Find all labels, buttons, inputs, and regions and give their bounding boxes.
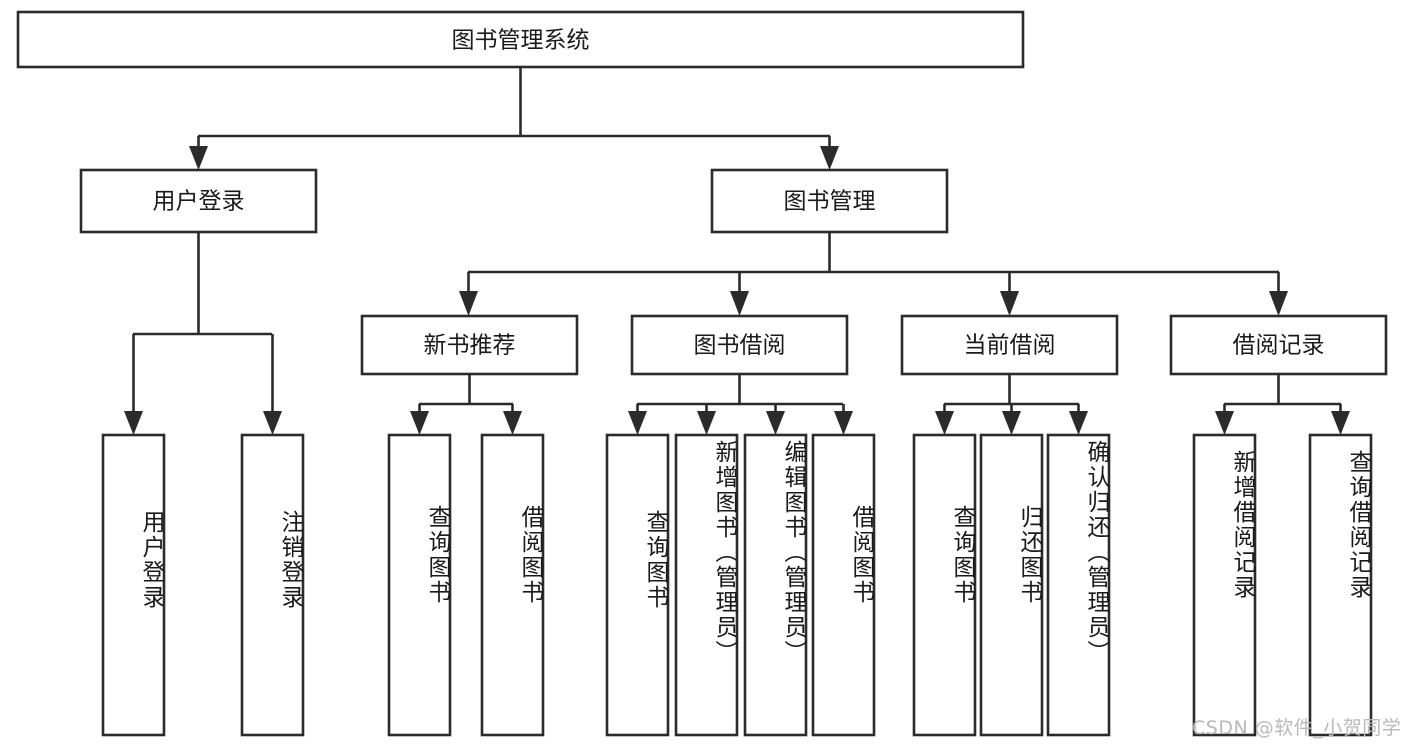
arrowhead-leaf-query-book-c (935, 411, 954, 435)
node-leaf-query-book-b[interactable] (605, 433, 670, 737)
node-leaf-edit-book[interactable] (743, 433, 808, 737)
node-borrow-record-label: 借阅记录 (1233, 333, 1325, 359)
arrowhead-leaf-borrow-book-b (834, 411, 853, 435)
arrowhead-leaf-add-record (1215, 411, 1234, 435)
arrowhead-leaf-borrow-book-a (503, 411, 522, 435)
arrowhead-book-borrow (730, 291, 749, 316)
node-leaf-borrow-book-b[interactable] (811, 433, 876, 737)
node-leaf-query-book-a[interactable] (387, 433, 452, 737)
node-leaf-confirm-return[interactable] (1046, 433, 1111, 737)
node-new-book-rec-label: 新书推荐 (424, 333, 516, 359)
arrowhead-leaf-confirm-return (1069, 411, 1088, 435)
arrowhead-borrow-record (1269, 291, 1288, 316)
node-root[interactable] (16, 10, 1025, 69)
node-leaf-add-book[interactable] (674, 433, 739, 737)
node-book-manage[interactable] (710, 168, 949, 234)
node-user-login[interactable] (79, 168, 318, 234)
node-book-borrow[interactable] (630, 314, 849, 376)
node-leaf-borrow-book-a[interactable] (480, 433, 545, 737)
arrowhead-leaf-add-book (697, 411, 716, 435)
node-current-borrow-label: 当前借阅 (964, 333, 1056, 359)
node-leaf-return-book[interactable] (979, 433, 1044, 737)
node-leaf-query-record[interactable] (1308, 433, 1373, 737)
arrowhead-new-book-rec (459, 291, 478, 316)
node-current-borrow[interactable] (900, 314, 1119, 376)
node-user-login-label: 用户登录 (153, 189, 245, 215)
node-leaf-user-login[interactable] (101, 433, 166, 737)
node-leaf-add-record[interactable] (1192, 433, 1257, 737)
node-leaf-logout[interactable] (240, 433, 305, 737)
node-book-borrow-label: 图书借阅 (694, 333, 786, 359)
connector-group (124, 67, 1350, 435)
arrowhead-book-manage (820, 146, 839, 170)
node-borrow-record[interactable] (1169, 314, 1388, 376)
arrowhead-leaf-query-book-b (628, 411, 647, 435)
node-new-book-rec[interactable] (360, 314, 579, 376)
watermark-text: CSDN @软件_小贺同学 (1192, 717, 1402, 739)
arrowhead-current-borrow (1000, 291, 1019, 316)
node-book-manage-label: 图书管理 (784, 189, 876, 215)
arrowhead-leaf-logout (263, 411, 282, 435)
arrowhead-user-login (189, 146, 208, 170)
node-leaf-query-book-c[interactable] (912, 433, 977, 737)
node-group: 图书管理系统 用户登录 图书管理 新书推荐 图书借阅 当前借阅 借阅记录 (16, 10, 1388, 737)
arrowhead-leaf-query-record (1331, 411, 1350, 435)
arrowhead-leaf-edit-book (766, 411, 785, 435)
arrowhead-leaf-user-login (124, 411, 143, 435)
arrowhead-leaf-return-book (1002, 411, 1021, 435)
arrowhead-leaf-query-book-a (410, 411, 429, 435)
node-root-label: 图书管理系统 (452, 28, 590, 54)
